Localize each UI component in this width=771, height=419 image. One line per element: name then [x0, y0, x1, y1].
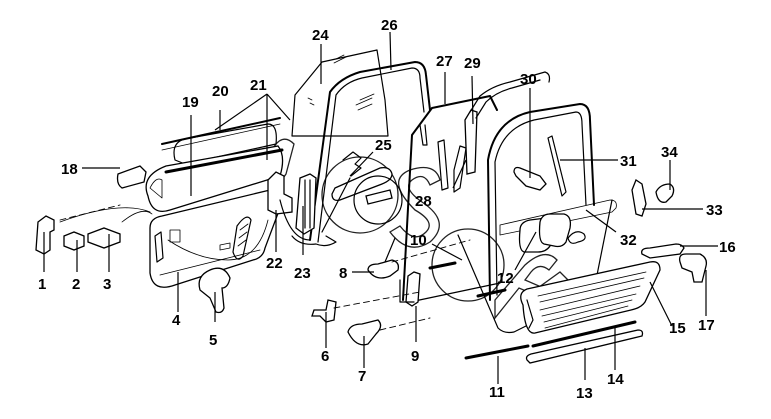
callout-18: 18: [61, 161, 78, 178]
callout-22: 22: [266, 255, 283, 272]
callout-4: 4: [172, 312, 181, 329]
callout-13: 13: [576, 385, 593, 402]
callout-25: 25: [375, 137, 392, 154]
callout-20: 20: [212, 83, 229, 100]
callout-32: 32: [620, 232, 637, 249]
moldings: [464, 320, 644, 364]
rear-trim-panel: [520, 261, 661, 334]
callout-8: 8: [339, 265, 347, 282]
callout-16: 16: [719, 239, 736, 256]
small-parts: [35, 135, 708, 346]
callout-3: 3: [103, 276, 111, 293]
callout-24: 24: [312, 27, 329, 44]
callout-26: 26: [381, 17, 398, 34]
rear-run-channel: [464, 71, 551, 175]
rear-door-shell: [409, 103, 617, 334]
callout-28: 28: [415, 193, 432, 210]
callout-34: 34: [661, 144, 678, 161]
callout-11: 11: [489, 384, 505, 401]
front-window-glass: [291, 49, 389, 137]
callout-29: 29: [464, 55, 481, 72]
callout-30: 30: [520, 71, 537, 88]
callout-10: 10: [410, 232, 427, 249]
callout-1: 1: [38, 276, 46, 293]
callout-5: 5: [209, 332, 217, 349]
callout-7: 7: [358, 368, 366, 385]
callout-19: 19: [182, 94, 199, 111]
callout-9: 9: [411, 348, 419, 365]
callout-21: 21: [250, 77, 267, 94]
front-regulator: [267, 151, 403, 247]
front-run-channel: [309, 61, 431, 243]
callout-23: 23: [294, 265, 311, 282]
leader-lines: [43, 31, 718, 384]
callout-2: 2: [72, 276, 80, 293]
callout-labels: 1 2 3 4 5 6 7 8 9 10 11 12 13 14 15 16 1…: [38, 17, 736, 402]
callout-15: 15: [669, 320, 686, 337]
callout-27: 27: [436, 53, 453, 70]
callout-31: 31: [620, 153, 637, 170]
rear-door-glass: [402, 95, 498, 301]
callout-14: 14: [607, 371, 624, 388]
callout-17: 17: [698, 317, 715, 334]
front-door-panel: [59, 117, 284, 288]
callout-6: 6: [321, 348, 329, 365]
callout-12: 12: [497, 270, 514, 287]
callout-33: 33: [706, 202, 723, 219]
